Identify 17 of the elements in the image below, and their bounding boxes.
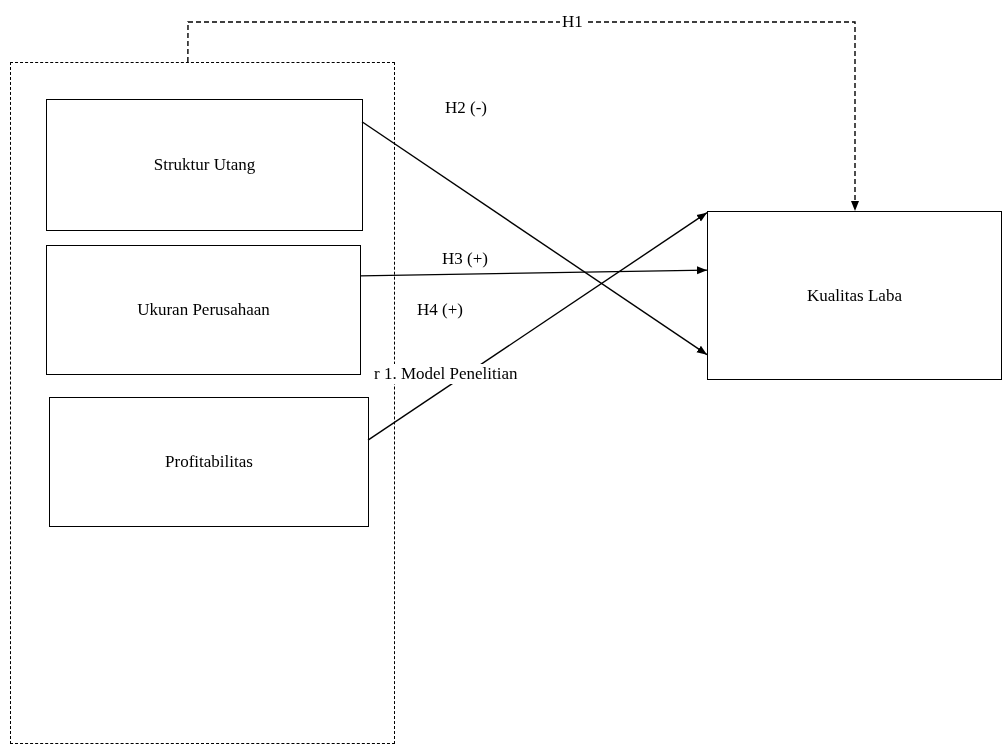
variable-box [707,211,1002,380]
box-label: Struktur Utang [153,155,256,175]
dashed-arrow [187,21,859,212]
caption-text: r 1. Model Penelitian [372,364,520,384]
variable-box [46,245,361,375]
dashed-group-box [10,62,395,744]
edge-label: H2 (-) [443,98,489,118]
box-label: Kualitas Laba [807,285,902,306]
box-label: Profitabilitas [165,452,253,472]
variable-box [46,99,363,231]
arrow [367,212,708,441]
edge-label: H4 (+) [415,300,465,320]
variable-box [49,397,369,527]
arrow [361,121,708,356]
edge-label: H3 (+) [440,249,490,269]
box-label: Ukuran Perusahaan [137,300,270,320]
arrow [359,266,708,277]
